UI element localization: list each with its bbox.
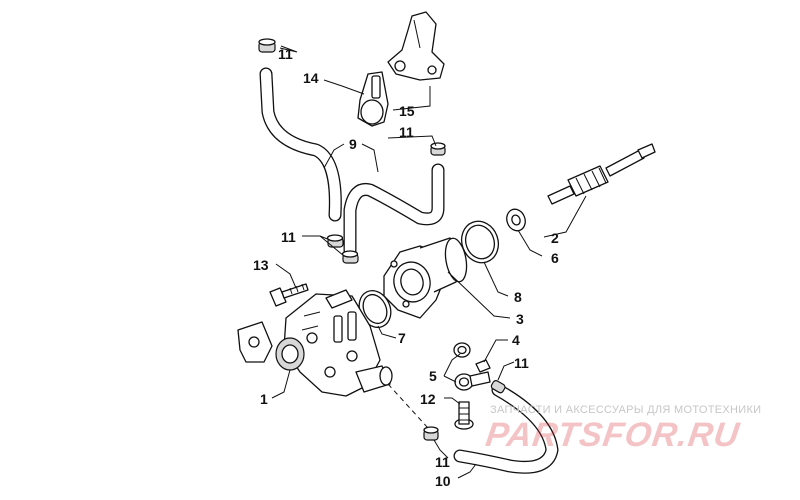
callout-11-lower-right: 11	[514, 355, 529, 371]
washer-part-6	[506, 208, 526, 232]
shaft-part-2	[547, 143, 656, 205]
screw-part-12	[454, 401, 474, 430]
hose-clamp-11-mid-a	[326, 234, 344, 248]
hose-clamp-11-mid-b	[341, 250, 359, 264]
callout-8: 8	[514, 289, 522, 305]
pump-body-part-1	[237, 289, 393, 397]
hose-clamp-11-lower-right	[490, 380, 506, 394]
callout-5: 5	[429, 368, 437, 384]
bracket-part-15	[387, 11, 445, 81]
banjo-fitting-part-5	[453, 342, 491, 391]
hose-clamp-11-top	[258, 38, 276, 53]
callout-1: 1	[260, 391, 268, 407]
hose-part-10	[453, 383, 559, 474]
callout-9: 9	[349, 136, 357, 152]
hose-clamp-11-right	[430, 142, 446, 156]
bolt-part-13	[269, 283, 309, 307]
o-ring-part-8	[460, 220, 500, 264]
watermark-brand: PARTSFOR.RU	[483, 416, 743, 454]
callout-4: 4	[512, 332, 520, 348]
callout-11-bottom: 11	[435, 454, 450, 470]
callout-14: 14	[303, 70, 319, 86]
callout-12: 12	[420, 391, 436, 407]
callout-11-mid: 11	[281, 229, 296, 245]
callout-11-top: 11	[278, 46, 293, 62]
callout-10: 10	[435, 473, 451, 489]
watermark-subtitle: ЗАПЧАСТИ И АКСЕССУАРЫ ДЛЯ МОТОТЕХНИКИ	[490, 404, 762, 416]
gasket-part-7	[358, 290, 392, 328]
callout-11-right: 11	[399, 124, 414, 140]
banjo-bolt-part-4	[475, 359, 491, 373]
pump-outlet-line	[387, 383, 429, 429]
leader-lines	[271, 45, 587, 479]
clamp-part-14	[357, 71, 389, 127]
callout-2: 2	[551, 230, 559, 246]
callout-7: 7	[398, 330, 406, 346]
housing-part-3	[383, 237, 468, 319]
hose-clamp-11-bottom	[423, 426, 439, 441]
callout-labels: 11 14 15 11 9 11 13 2 6 8 3 7 4 5 11 12 …	[253, 46, 559, 489]
callout-3: 3	[516, 311, 524, 327]
callout-6: 6	[551, 250, 559, 266]
callout-13: 13	[253, 257, 269, 273]
callout-15: 15	[399, 103, 415, 119]
hose-part-9	[259, 67, 445, 257]
